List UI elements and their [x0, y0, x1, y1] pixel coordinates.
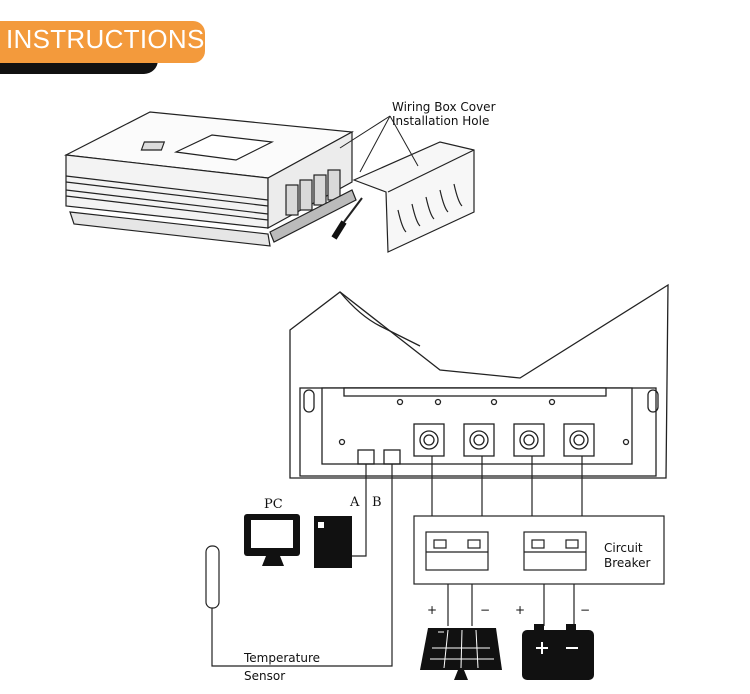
pc-monitor-icon: [244, 514, 300, 566]
sensor-label-line2: Sensor: [244, 669, 285, 683]
controller-front: [289, 283, 669, 479]
battery-minus-sign: −: [580, 603, 590, 617]
breaker-label-line1: Circuit: [604, 541, 643, 555]
breaker-label-line2: Breaker: [604, 556, 651, 570]
battery-plus-sign: +: [515, 603, 525, 617]
solar-minus-sign: −: [480, 603, 490, 617]
pc-label: PC: [264, 497, 283, 512]
page-title: INSTRUCTIONS: [6, 24, 205, 54]
port-b-label: B: [372, 495, 382, 510]
port-a-label: A: [349, 495, 360, 510]
battery-icon: [522, 624, 594, 680]
callout-label-line2: Installation Hole: [392, 114, 489, 128]
controller-isometric: [63, 111, 475, 253]
banner-shadow: [0, 60, 158, 74]
solar-plus-sign: +: [427, 603, 437, 617]
header-banner: INSTRUCTIONS: [0, 0, 750, 80]
pc-tower-icon: [314, 516, 352, 568]
circuit-breaker-box: [413, 515, 665, 585]
temperature-sensor-icon: [205, 545, 220, 609]
sensor-label-line1: Temperature: [243, 651, 320, 665]
solar-panel-icon: [420, 628, 502, 680]
callout-label-line1: Wiring Box Cover: [392, 100, 496, 114]
banner-tab: [0, 21, 205, 63]
